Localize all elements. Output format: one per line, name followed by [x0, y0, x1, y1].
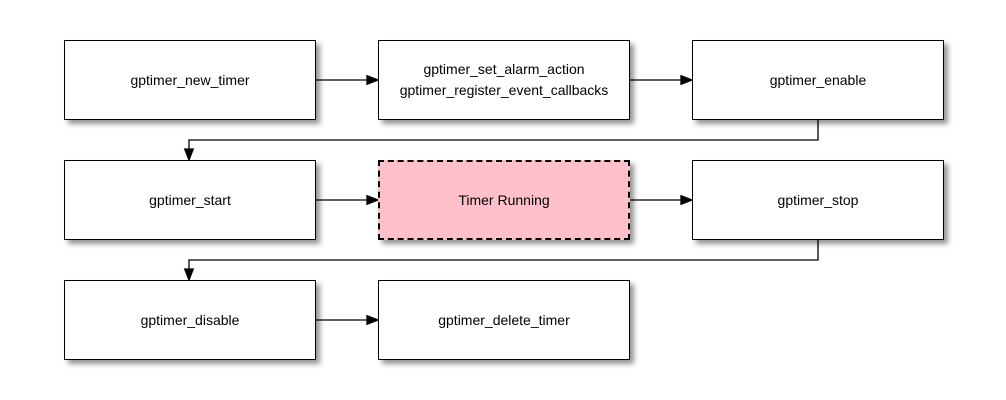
node-timer-running: Timer Running — [378, 160, 630, 240]
edge-disable-to-delete — [316, 314, 380, 326]
edge-new-timer-to-config — [316, 74, 380, 86]
node-gptimer-config: gptimer_set_alarm_action gptimer_registe… — [378, 40, 630, 120]
node-gptimer-new-timer: gptimer_new_timer — [64, 40, 316, 120]
node-label-line1: gptimer_set_alarm_action — [423, 61, 585, 77]
node-gptimer-stop: gptimer_stop — [692, 160, 944, 240]
node-label: gptimer_start — [149, 191, 231, 208]
node-gptimer-enable: gptimer_enable — [692, 40, 944, 120]
edge-stop-to-disable — [183, 240, 819, 282]
edge-start-to-running — [316, 194, 380, 206]
node-label: gptimer_disable — [140, 311, 240, 328]
node-label: gptimer_enable — [769, 71, 867, 88]
edge-config-to-enable — [630, 74, 694, 86]
edge-running-to-stop — [630, 194, 694, 206]
node-gptimer-delete-timer: gptimer_delete_timer — [378, 280, 630, 360]
node-label: Timer Running — [458, 191, 550, 208]
node-gptimer-start: gptimer_start — [64, 160, 316, 240]
node-label-line2: gptimer_register_event_callbacks — [399, 82, 609, 98]
node-gptimer-disable: gptimer_disable — [64, 280, 316, 360]
node-label: gptimer_stop — [777, 191, 859, 208]
edge-enable-to-start — [183, 120, 819, 162]
node-label: gptimer_delete_timer — [438, 311, 570, 328]
node-label: gptimer_new_timer — [130, 71, 250, 88]
